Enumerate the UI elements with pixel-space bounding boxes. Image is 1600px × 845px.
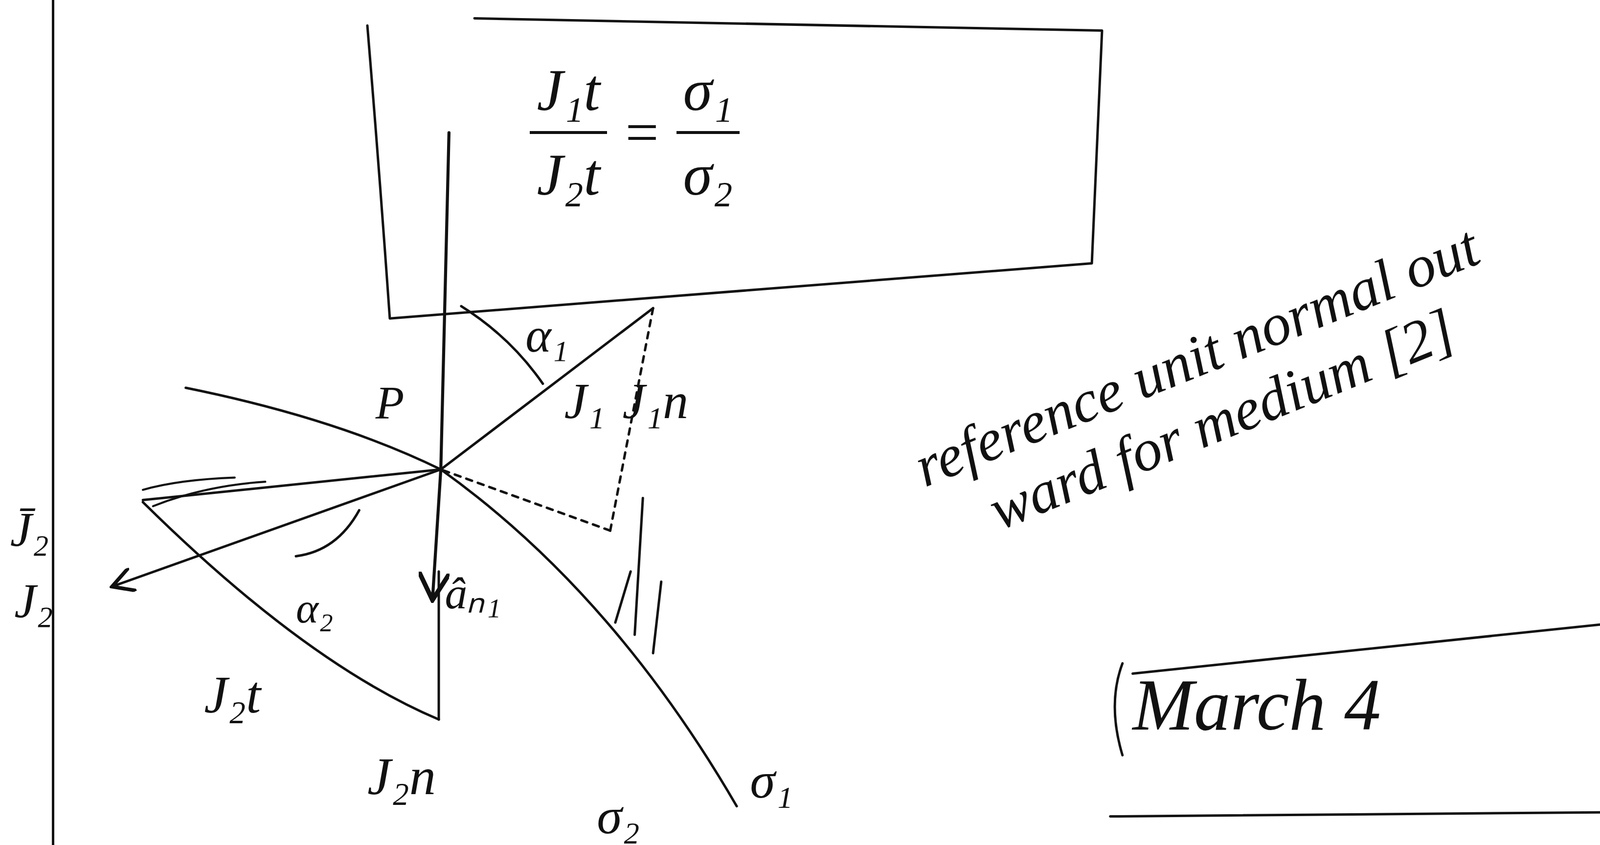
fraction: J₁tJ₂t [529, 56, 607, 209]
equation-term: = [621, 98, 662, 167]
symbol-label: J̄₂ [10, 505, 49, 555]
equation-term: J₁t [529, 56, 607, 135]
symbol-label: âₙ₁ [445, 571, 502, 617]
symbol-label: J₁n [622, 375, 689, 427]
symbol-label: σ₂ [596, 790, 640, 842]
fraction: σ₁σ₂ [676, 56, 741, 209]
date-note: March 4 [1132, 668, 1381, 742]
symbol-label: J₂t [203, 668, 261, 722]
symbol-label: P [375, 379, 405, 427]
equation-box: J₁tJ₂t=σ₁σ₂ [515, 56, 755, 209]
symbol-label: J₁ [564, 375, 606, 427]
symbol-label: σ₁ [749, 755, 793, 807]
symbol-label: J₂n [367, 749, 436, 803]
equation-term: σ₁ [676, 56, 741, 135]
symbol-label: J₂ [14, 576, 53, 626]
symbol-label: α₂ [295, 586, 334, 631]
equation-term: J₂t [529, 134, 607, 209]
symbol-label: α₁ [525, 311, 568, 361]
equation-term: σ₂ [676, 134, 741, 209]
note-text: reference unit normal out ward for mediu… [852, 190, 1566, 585]
